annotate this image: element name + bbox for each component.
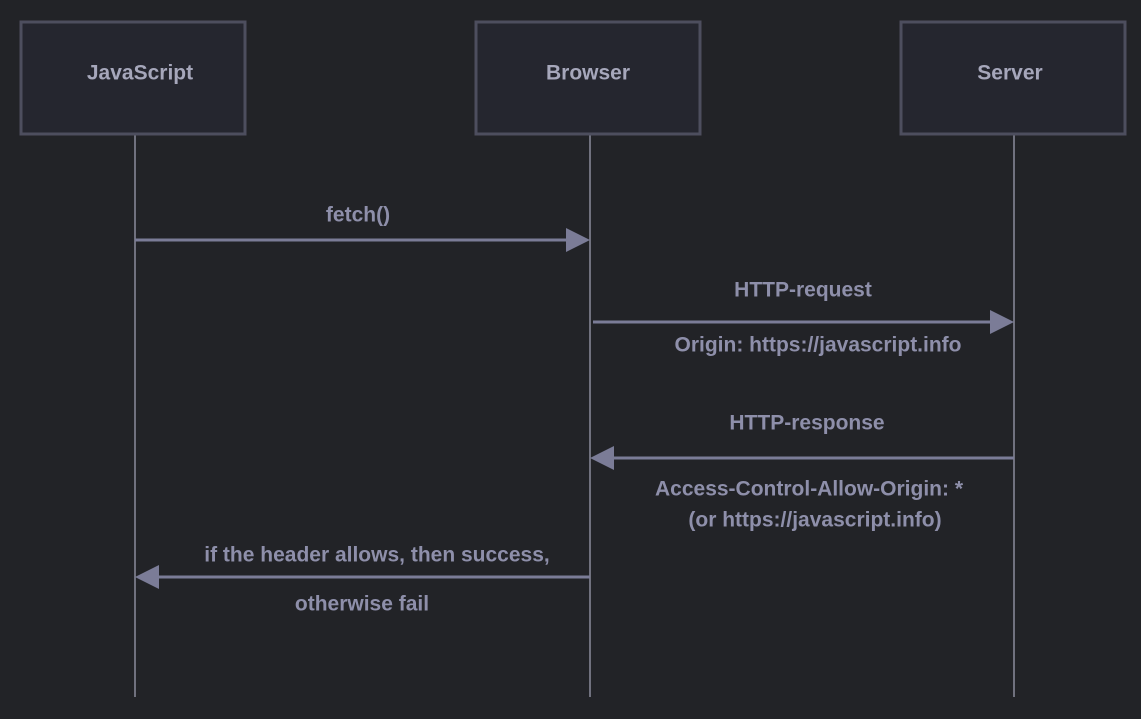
message-result-line1: if the header allows, then success, bbox=[204, 544, 549, 567]
actor-browser-label: Browser bbox=[546, 62, 630, 85]
message-fetch-label: fetch() bbox=[326, 204, 390, 227]
message-origin-header: Origin: https://javascript.info bbox=[674, 334, 961, 357]
message-result-arrowhead bbox=[135, 565, 159, 589]
message-result-line2: otherwise fail bbox=[295, 593, 429, 616]
message-http-request-label: HTTP-request bbox=[734, 279, 872, 302]
message-acao-alt: (or https://javascript.info) bbox=[688, 509, 941, 532]
message-http-request-arrowhead bbox=[990, 310, 1014, 334]
message-fetch-arrowhead bbox=[566, 228, 590, 252]
message-http-response: HTTP-response Access-Control-Allow-Origi… bbox=[590, 412, 1014, 532]
actor-javascript-box bbox=[19, 20, 247, 136]
message-http-response-label: HTTP-response bbox=[729, 412, 884, 435]
message-http-response-arrowhead bbox=[590, 446, 614, 470]
message-http-request: HTTP-request Origin: https://javascript.… bbox=[593, 279, 1014, 357]
message-fetch: fetch() bbox=[135, 204, 590, 252]
actor-javascript: JavaScript bbox=[19, 20, 247, 136]
actor-server-label: Server bbox=[977, 62, 1042, 85]
actor-javascript-label: JavaScript bbox=[87, 62, 193, 85]
message-acao-header: Access-Control-Allow-Origin: * bbox=[655, 478, 964, 501]
message-result: if the header allows, then success, othe… bbox=[135, 544, 590, 616]
actor-server-box bbox=[899, 20, 1127, 136]
actor-server: Server bbox=[899, 20, 1127, 136]
actor-browser: Browser bbox=[474, 20, 702, 136]
actor-browser-box bbox=[474, 20, 702, 136]
